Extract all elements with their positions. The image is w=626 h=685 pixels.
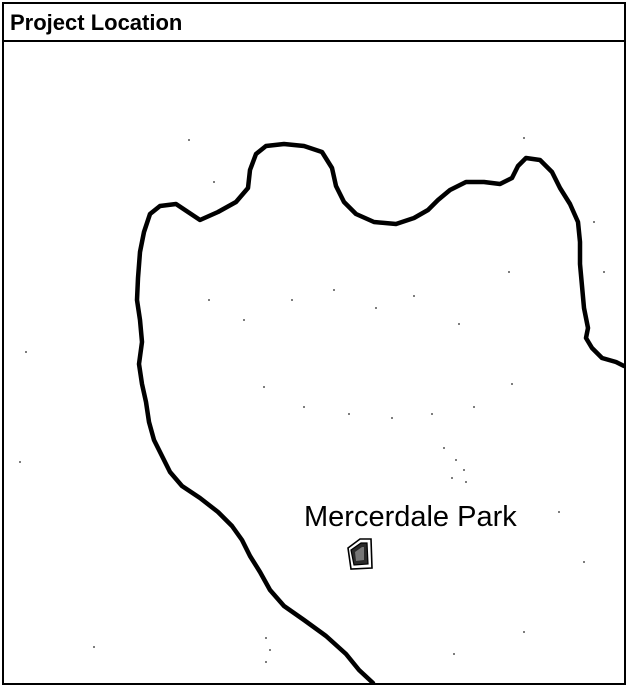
park-label: Mercerdale Park xyxy=(304,501,517,533)
map-canvas xyxy=(19,137,624,683)
map-speckles xyxy=(19,137,605,663)
park-area-marker-icon[interactable] xyxy=(347,538,373,570)
map-area[interactable]: Mercerdale Park xyxy=(4,42,624,683)
panel-title: Project Location xyxy=(10,10,183,35)
area-boundary xyxy=(134,141,624,683)
title-bar: Project Location xyxy=(4,4,624,42)
